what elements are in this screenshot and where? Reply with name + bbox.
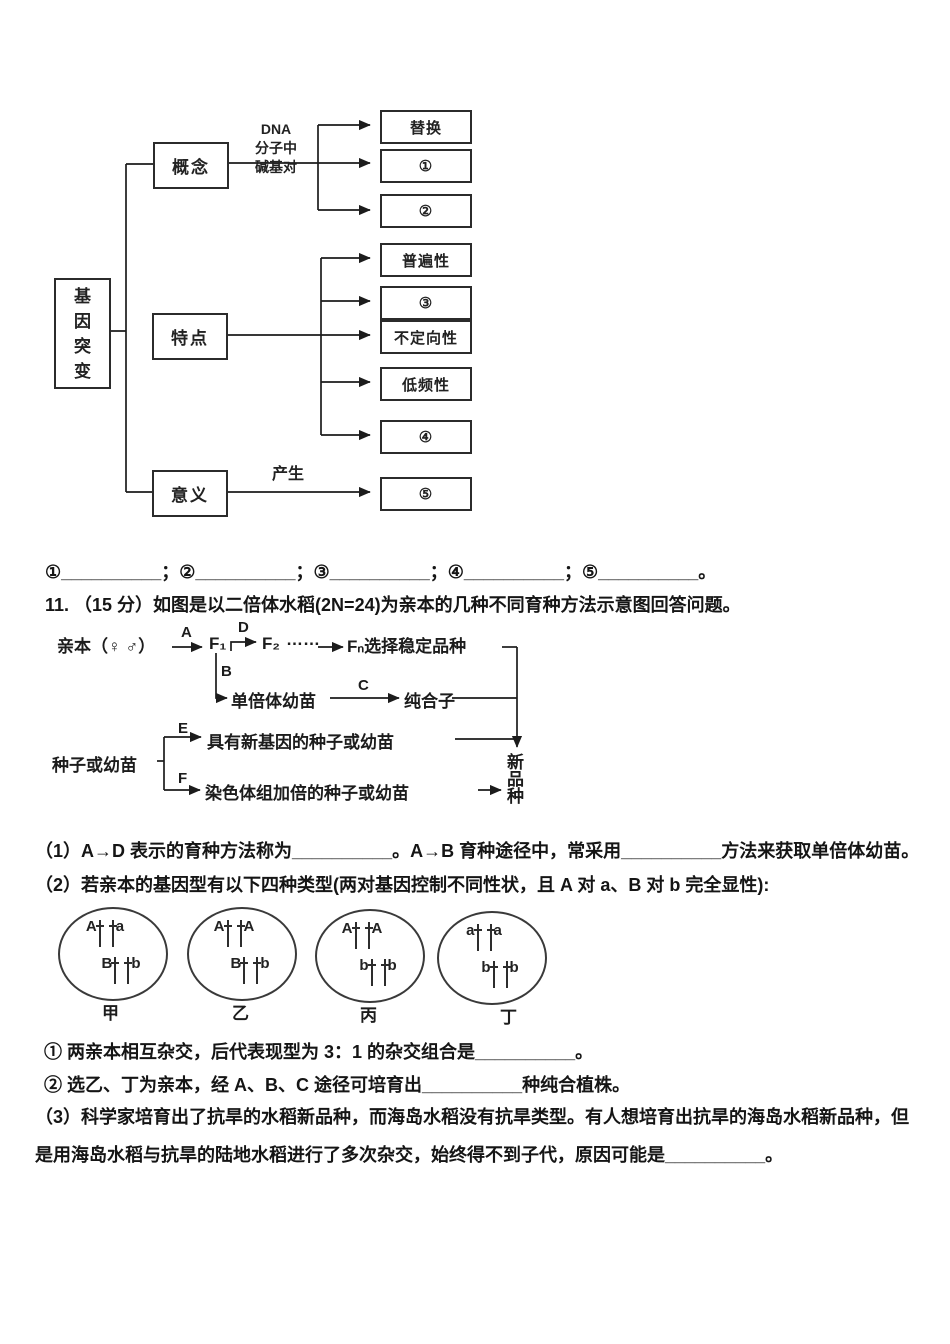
chromosome-bar xyxy=(486,923,495,951)
target-box-2: ② xyxy=(380,194,472,228)
chromosome-bar xyxy=(223,919,232,947)
chromosome-bar xyxy=(380,958,389,986)
meaning-label: 意义 xyxy=(171,486,209,505)
path-d-label: D xyxy=(238,619,249,636)
target-box-4: ④ xyxy=(380,420,472,454)
chromosome-bar xyxy=(473,923,482,951)
chromosome-pair-row: A A xyxy=(342,921,382,956)
chromosome-bar xyxy=(108,919,117,947)
question-11-stem: 11. （15 分）如图是以二倍体水稻(2N=24)为亲本的几种不同育种方法示意… xyxy=(45,595,741,615)
produce-edge-label: 产生 xyxy=(272,466,305,483)
question-part2: （2）若亲本的基因型有以下四种类型(两对基因控制不同性状，且 A 对 a、B 对… xyxy=(35,875,770,895)
chromosome-pair-row: B b xyxy=(101,956,141,991)
chromosome-bar xyxy=(95,919,104,947)
question-sub1: ① 两亲本相互杂交，后代表现型为 3：1 的杂交组合是__________。 xyxy=(44,1042,594,1062)
genotype-cell-jia: A a B b xyxy=(58,907,168,1001)
target-box-lowfrequency: 低频性 xyxy=(380,367,472,401)
genotype-cell-yi: A A B b xyxy=(187,907,297,1001)
path-a-label: A xyxy=(181,624,192,641)
target-box-substitute: 替换 xyxy=(380,110,472,144)
feature-label: 特点 xyxy=(171,329,209,348)
cell-label-bing: 丙 xyxy=(360,1006,377,1025)
target-box-nondirectional: 不定向性 xyxy=(380,320,472,354)
chromosome-doubled-seed-label: 染色体组加倍的种子或幼苗 xyxy=(205,784,409,803)
cell-label-yi: 乙 xyxy=(232,1004,249,1023)
cell-label-jia: 甲 xyxy=(102,1004,119,1023)
chromosome-bar xyxy=(502,960,511,988)
f1-label: F₁ xyxy=(209,634,227,653)
chromosome-bar xyxy=(253,956,262,984)
chromosome-pair-row: B b xyxy=(230,956,270,991)
fn-select-label: Fₙ选择稳定品种 xyxy=(347,637,467,656)
target-box-3: ③ xyxy=(380,286,472,320)
chromosome-bar xyxy=(111,956,120,984)
chromosome-bar xyxy=(489,960,498,988)
chromosome-pair-row: a a xyxy=(466,923,502,958)
chromosome-bar xyxy=(236,919,245,947)
target-box-1: ① xyxy=(380,149,472,183)
path-f-label: F xyxy=(178,770,188,787)
new-gene-seed-label: 具有新基因的种子或幼苗 xyxy=(207,733,394,752)
chromosome-bar xyxy=(364,921,373,949)
chromosome-bar xyxy=(240,956,249,984)
chromosome-bar xyxy=(367,958,376,986)
target-box-5: ⑤ xyxy=(380,477,472,511)
parents-label: 亲本（♀ ♂） xyxy=(57,637,156,656)
genotype-cell-ding: a a b b xyxy=(437,911,547,1005)
meaning-box: 意义 xyxy=(152,470,228,517)
chromosome-bar xyxy=(124,956,133,984)
homozygote-label: 纯合子 xyxy=(404,692,455,711)
f2-label: F₂ xyxy=(262,634,280,653)
cell-label-ding: 丁 xyxy=(500,1008,517,1027)
dna-edge-label: DNA 分子中 碱基对 xyxy=(255,121,297,175)
gene-mutation-root-label: 基因突变 xyxy=(74,286,91,381)
path-e-label: E xyxy=(178,720,189,737)
chromosome-pair-row: b b xyxy=(481,960,519,995)
path-b-label: B xyxy=(221,663,232,680)
gene-mutation-root-box: 基因突变 xyxy=(54,278,111,389)
target-box-universality: 普遍性 xyxy=(380,243,472,277)
question-part1: （1）A→D 表示的育种方法称为__________。A→B 育种途径中，常采用… xyxy=(35,841,920,861)
dots-label: …… xyxy=(286,630,320,649)
concept-box: 概念 xyxy=(153,142,229,189)
seed-or-seedling-label: 种子或幼苗 xyxy=(52,756,137,775)
chromosome-bar xyxy=(351,921,360,949)
concept-label: 概念 xyxy=(172,158,210,177)
feature-box: 特点 xyxy=(152,313,228,360)
path-c-label: C xyxy=(358,677,369,694)
chromosome-pair-row: A A xyxy=(214,919,254,954)
chromosome-pair-row: b b xyxy=(359,958,397,993)
genotype-cell-bing: A A b b xyxy=(315,909,425,1003)
numbered-blanks-line: ①__________；②__________；③__________；④___… xyxy=(45,562,717,582)
chromosome-pair-row: A a xyxy=(86,919,124,954)
question-part3: （3）科学家培育出了抗旱的水稻新品种，而海岛水稻没有抗旱类型。有人想培育出抗旱的… xyxy=(35,1107,910,1165)
question-sub2: ② 选乙、丁为亲本，经 A、B、C 途径可培育出__________种纯合植株。 xyxy=(44,1075,631,1095)
haploid-seedling-label: 单倍体幼苗 xyxy=(231,692,316,711)
new-variety-label: 新品种 xyxy=(507,753,524,806)
